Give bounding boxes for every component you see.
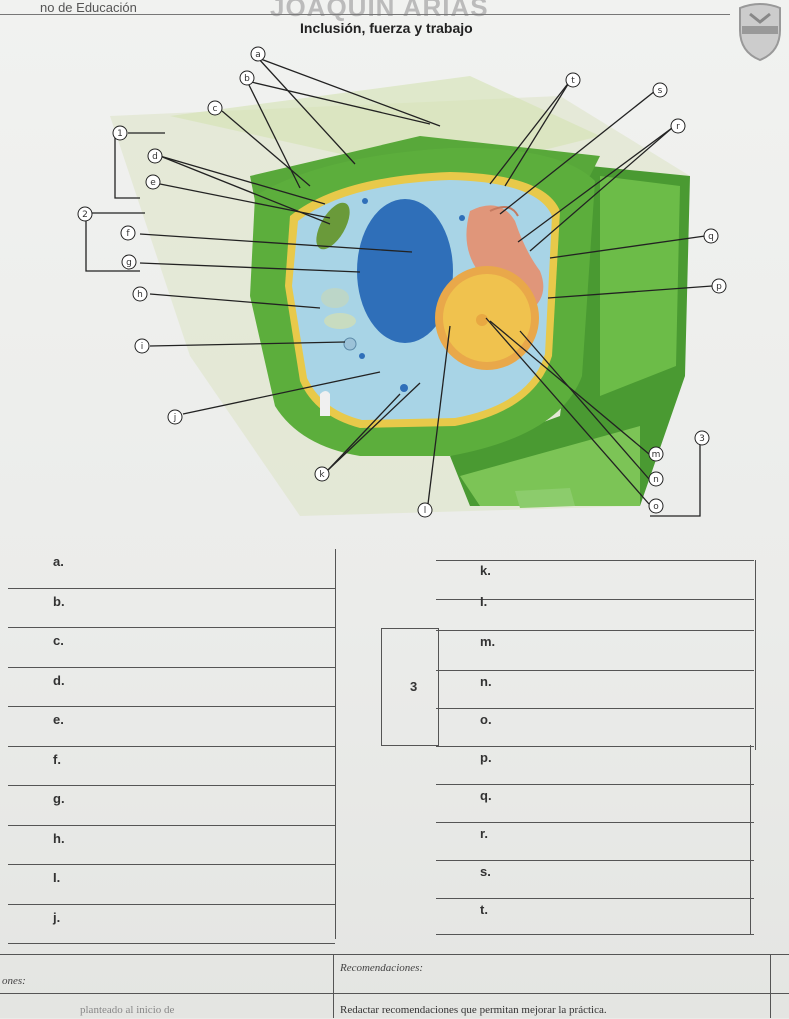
plant-cell-diagram: a b c d e f g h i j k l m n [77, 46, 727, 518]
answer-row-c[interactable]: c. [53, 633, 64, 648]
label-o-marker: o [653, 502, 659, 512]
school-name: JOAQUÍN ARIAS [270, 0, 489, 22]
label-a-marker: a [255, 50, 261, 60]
answer-row-d[interactable]: d. [53, 672, 65, 688]
answer-row-j[interactable]: j. [53, 909, 61, 925]
label-h-marker: h [137, 290, 143, 300]
group-3-marker: 3 [699, 434, 705, 444]
label-s-marker: s [658, 86, 663, 96]
header-rule [0, 14, 730, 15]
answer-row-b[interactable]: b. [53, 593, 65, 609]
answer-row-a[interactable]: a. [53, 554, 64, 569]
group-1-marker: 1 [117, 129, 123, 139]
conclusions-label: ones: [2, 975, 26, 987]
label-n-marker: n [653, 475, 659, 485]
label-l-marker: l [424, 506, 427, 516]
label-r-marker: r [676, 122, 680, 132]
label-g-marker: g [126, 258, 132, 268]
answer-row-i[interactable]: I. [53, 870, 61, 885]
footer-right-border [770, 954, 771, 1018]
label-m-marker: m [652, 450, 661, 460]
recommendations-label: Recomendaciones: [340, 962, 424, 974]
label-b-marker: b [244, 74, 250, 84]
group-3-cell: 3 [381, 628, 439, 746]
footer-divider [333, 954, 334, 1018]
right-table-border [755, 560, 756, 750]
answer-row-e[interactable]: e. [53, 712, 64, 727]
answer-row-t[interactable]: t. [436, 898, 754, 935]
diagram-label-markers: a b c d e f g h i j k l m n [77, 46, 727, 518]
label-j-marker: j [173, 413, 177, 423]
footer-section [0, 954, 789, 1019]
answer-row-m[interactable]: m. [436, 630, 754, 671]
answer-row-f[interactable]: f. [53, 751, 61, 767]
answer-row-h[interactable]: h. [53, 830, 65, 846]
label-t-marker: t [571, 76, 575, 86]
answer-row-n[interactable]: n. [436, 670, 754, 709]
answer-row-p[interactable]: p. [436, 746, 754, 785]
left-table-border [335, 549, 336, 939]
answer-row-r[interactable]: r. [436, 822, 754, 861]
school-crest-logo [739, 3, 781, 62]
school-motto: Inclusión, fuerza y trabajo [300, 20, 473, 36]
recommendations-instruction: Redactar recomendaciones que permitan me… [340, 1004, 607, 1016]
right-table-border-lower [750, 745, 751, 935]
group-3-label: 3 [410, 679, 418, 694]
label-f-marker: f [126, 229, 130, 239]
footer-rule [0, 993, 789, 994]
label-c-marker: c [213, 104, 218, 114]
label-q-marker: q [708, 232, 714, 242]
answer-row-l[interactable]: I. [436, 594, 754, 631]
ministry-header: no de Educación [40, 0, 137, 15]
conclusions-instruction: planteado al inicio de [80, 1004, 175, 1016]
label-i-marker: i [141, 342, 144, 352]
answer-row-q[interactable]: q. [436, 784, 754, 823]
answer-row-o[interactable]: o. [436, 708, 754, 747]
answer-row-s[interactable]: s. [436, 860, 754, 899]
answer-row-g[interactable]: g. [53, 791, 65, 806]
label-e-marker: e [150, 178, 156, 188]
label-p-marker: p [716, 282, 722, 292]
group-2-marker: 2 [82, 210, 88, 220]
label-k-marker: k [319, 470, 325, 480]
label-d-marker: d [152, 152, 158, 162]
answer-row-k[interactable]: k. [436, 560, 754, 600]
